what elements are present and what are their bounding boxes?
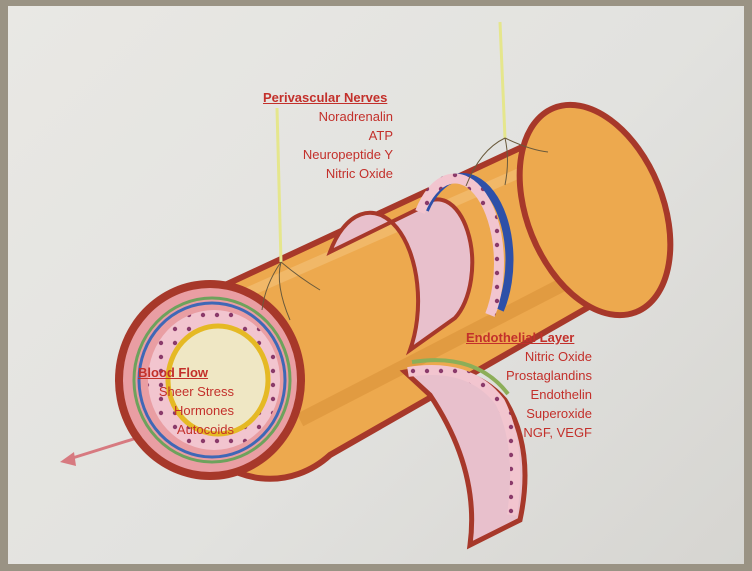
blood-flow-label: Blood Flow Sheer Stress Hormones Autocoi… — [138, 363, 234, 439]
endothelial-layer-label: Endothelial Layer Nitric Oxide Prostagla… — [452, 328, 592, 442]
endothelial-item: NGF, VEGF — [452, 423, 592, 442]
endothelial-item: Superoxide — [452, 404, 592, 423]
endothelial-item: Prostaglandins — [452, 366, 592, 385]
blood-flow-arrowhead — [60, 452, 76, 466]
perivascular-nerves-label: Perivascular Nerves Noradrenalin ATP Neu… — [263, 88, 393, 183]
blood-flow-arrow-line — [66, 437, 140, 460]
endothelial-item: Nitric Oxide — [452, 347, 592, 366]
blood-flow-item: Sheer Stress — [138, 382, 234, 401]
nerve-fiber-right — [500, 22, 505, 138]
nerve-item: ATP — [263, 126, 393, 145]
endothelial-layer-heading: Endothelial Layer — [452, 328, 592, 347]
nerve-item: Noradrenalin — [263, 107, 393, 126]
blood-flow-item: Hormones — [138, 401, 234, 420]
nerve-item: Nitric Oxide — [263, 164, 393, 183]
blood-flow-item: Autocoids — [138, 420, 234, 439]
blood-flow-heading: Blood Flow — [138, 363, 234, 382]
perivascular-nerves-heading: Perivascular Nerves — [263, 88, 393, 107]
nerve-item: Neuropeptide Y — [263, 145, 393, 164]
endothelial-item: Endothelin — [452, 385, 592, 404]
